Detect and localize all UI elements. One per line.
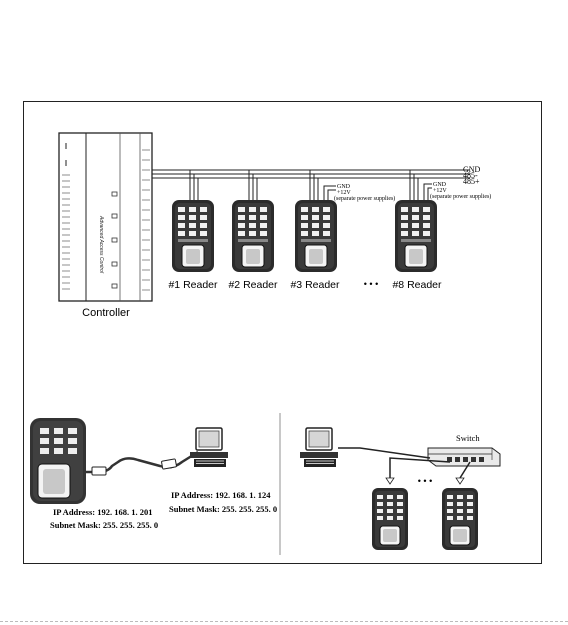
reader-3-device bbox=[295, 200, 337, 272]
controller-box: Advanced Access Control bbox=[59, 133, 152, 301]
reader-ellipsis: • • • bbox=[364, 279, 378, 289]
page-bottom-rule bbox=[0, 621, 568, 622]
controller-label: Controller bbox=[82, 307, 130, 319]
reader-2-device bbox=[232, 200, 274, 272]
reader-3-label: #3 Reader bbox=[290, 279, 340, 291]
controller-panel-text: Advanced Access Control bbox=[98, 215, 104, 274]
device-ip-address: IP Address: 192. 168. 1. 201 bbox=[53, 507, 153, 517]
reader3-power-note: (separate power supplies) bbox=[334, 195, 395, 202]
reader-8-device bbox=[395, 200, 437, 272]
reader-1-device bbox=[172, 200, 214, 272]
bus-plus-label: 485+ bbox=[463, 177, 480, 186]
switch-label: Switch bbox=[456, 433, 480, 443]
tcp-direct-reader bbox=[30, 418, 86, 504]
reader-1-label: #1 Reader bbox=[168, 279, 218, 291]
reader-2-label: #2 Reader bbox=[228, 279, 278, 291]
tcp-direct-pc bbox=[190, 428, 228, 467]
reader-8-label: #8 Reader bbox=[392, 279, 442, 291]
network-pc bbox=[300, 428, 338, 467]
rs485-bus bbox=[152, 170, 470, 200]
device-subnet-mask: Subnet Mask: 255. 255. 255. 0 bbox=[50, 520, 158, 530]
rj45-plug-2 bbox=[161, 459, 176, 469]
network-reader-1 bbox=[372, 488, 408, 550]
network-switch bbox=[428, 448, 500, 466]
rj45-plug-1 bbox=[92, 467, 106, 475]
network-reader-2 bbox=[442, 488, 478, 550]
reader8-power-note: (separate power supplies) bbox=[430, 193, 491, 200]
pc-subnet-mask: Subnet Mask: 255. 255. 255. 0 bbox=[169, 504, 277, 514]
network-ellipsis: • • • bbox=[418, 476, 432, 486]
pc-ip-address: IP Address: 192. 168. 1. 124 bbox=[171, 490, 271, 500]
